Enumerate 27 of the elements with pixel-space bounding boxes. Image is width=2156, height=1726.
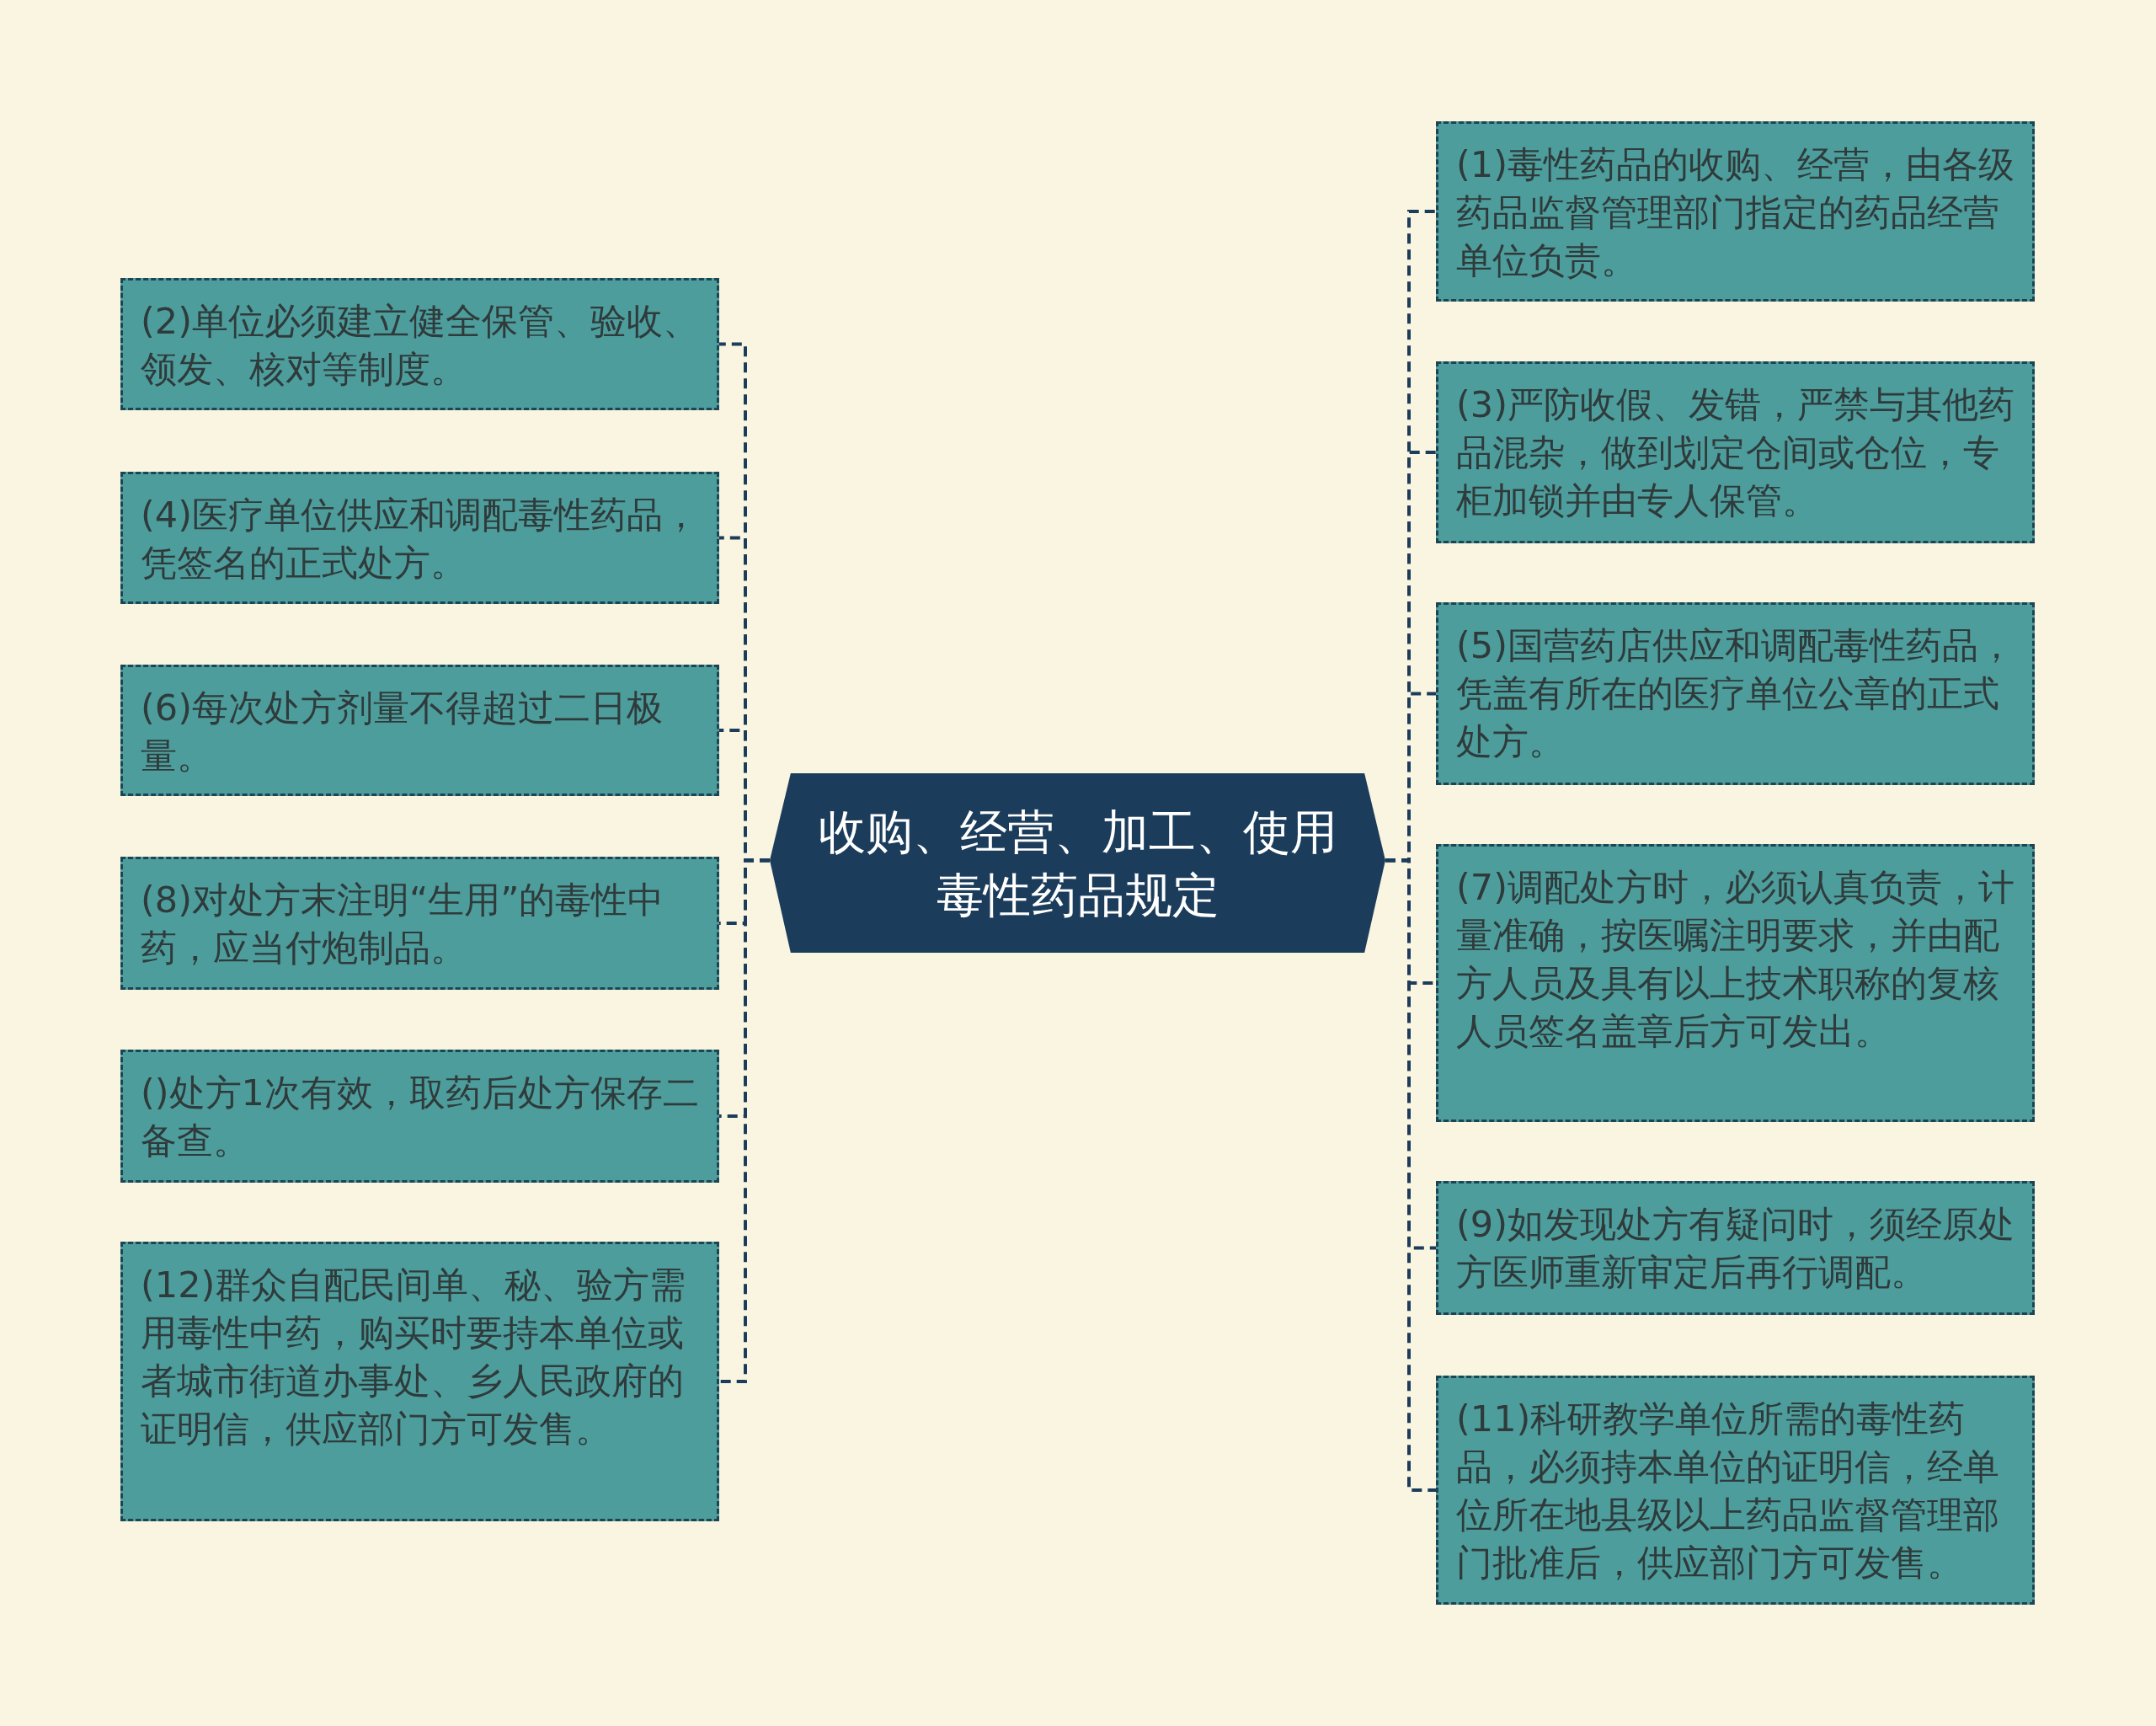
topic-box bbox=[1436, 1181, 2035, 1315]
connector-line bbox=[719, 858, 770, 1383]
topic-text: (7)调配处方时，必须认真负责，计量准确，按医嘱注明要求，并由配方人员及具有以上技术职称的复核人员签名盖章后方可发出。 bbox=[1456, 865, 2015, 1054]
topic-box bbox=[1436, 844, 2035, 1122]
topic-box bbox=[1436, 602, 2035, 785]
topic-text: (8)对处方末注明“生用”的毒性中药，应当付炮制品。 bbox=[141, 878, 665, 970]
topic-text: (11)科研教学单位所需的毒性药品，必须持本单位的证明信，经单位所在地县级以上药品监督管理部门批准后，供应部门方可发售。 bbox=[1456, 1397, 2000, 1585]
topic-box bbox=[1436, 121, 2035, 302]
topic-box bbox=[1436, 361, 2035, 543]
topic-text: (4)医疗单位供应和调配毒性药品，凭签名的正式处方。 bbox=[141, 493, 700, 585]
topic-text: (9)如发现处方有疑问时，须经原处方医师重新审定后再行调配。 bbox=[1456, 1202, 2015, 1295]
topic-box bbox=[120, 665, 719, 796]
central-topic-text: 收购、经营、加工、使用毒性药品规定 bbox=[817, 803, 1338, 924]
topic-text: (5)国营药店供应和调配毒性药品，凭盖有所在的医疗单位公章的正式处方。 bbox=[1456, 623, 2015, 764]
topic-text: (6)每次处方剂量不得超过二日极量。 bbox=[141, 686, 664, 778]
topic-text: (1)毒性药品的收购、经营，由各级药品监督管理部门指定的药品经营单位负责。 bbox=[1456, 142, 2015, 283]
topic-box bbox=[120, 472, 719, 604]
connector-line bbox=[1385, 858, 1436, 1492]
topic-box bbox=[120, 278, 719, 410]
topic-box bbox=[1436, 1376, 2035, 1605]
topic-box bbox=[120, 857, 719, 990]
topic-box bbox=[120, 1242, 719, 1521]
topic-text: ()处方1次有效，取药后处方保存二备查。 bbox=[141, 1071, 700, 1163]
topic-text: (12)群众自配民间单、秘、验方需用毒性中药，购买时要持本单位或者城市街道办事处、乡人民政府的证明信，供应部门方可发售。 bbox=[141, 1263, 687, 1451]
topic-text: (2)单位必须建立健全保管、验收、领发、核对等制度。 bbox=[141, 299, 700, 392]
topic-text: (3)严防收假、发错，严禁与其他药品混杂，做到划定仓间或仓位，专柜加锁并由专人保管。 bbox=[1456, 382, 2015, 523]
topic-box bbox=[120, 1050, 719, 1183]
